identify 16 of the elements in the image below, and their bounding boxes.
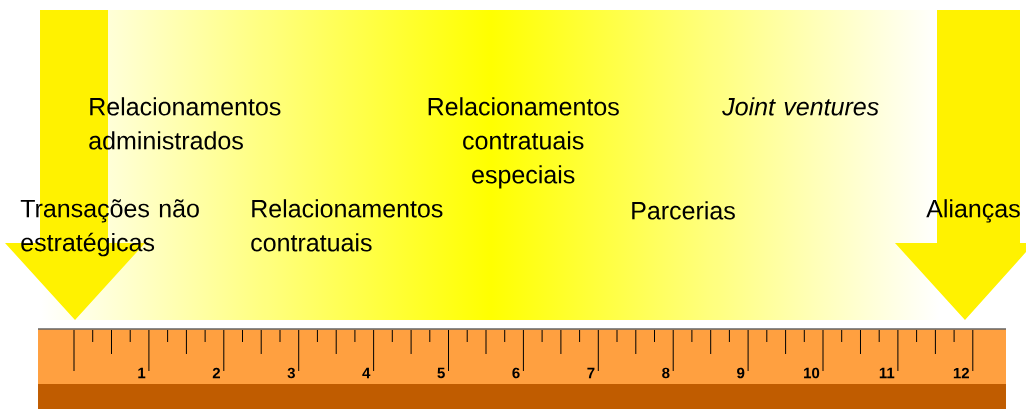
ruler-number: 4 [362,367,371,379]
ruler-number: 6 [512,367,520,379]
ruler-number: 3 [287,367,295,379]
category-label: Joint ventures [722,97,879,116]
ruler-number: 12 [953,367,969,379]
category-label: Relacionamentos contratuais especiais [428,97,619,189]
ruler-number: 5 [437,367,445,379]
category-label: Parcerias [632,201,735,220]
ruler-number: 7 [587,367,595,379]
ruler-number: 11 [879,367,895,379]
ruler-number: 9 [737,367,745,379]
ruler-number: 2 [212,367,220,379]
ruler-number: 10 [804,367,820,379]
category-label: Relacionamentos contratuais [251,199,443,252]
ruler-number: 8 [662,367,670,379]
ruler-number: 1 [138,367,146,379]
